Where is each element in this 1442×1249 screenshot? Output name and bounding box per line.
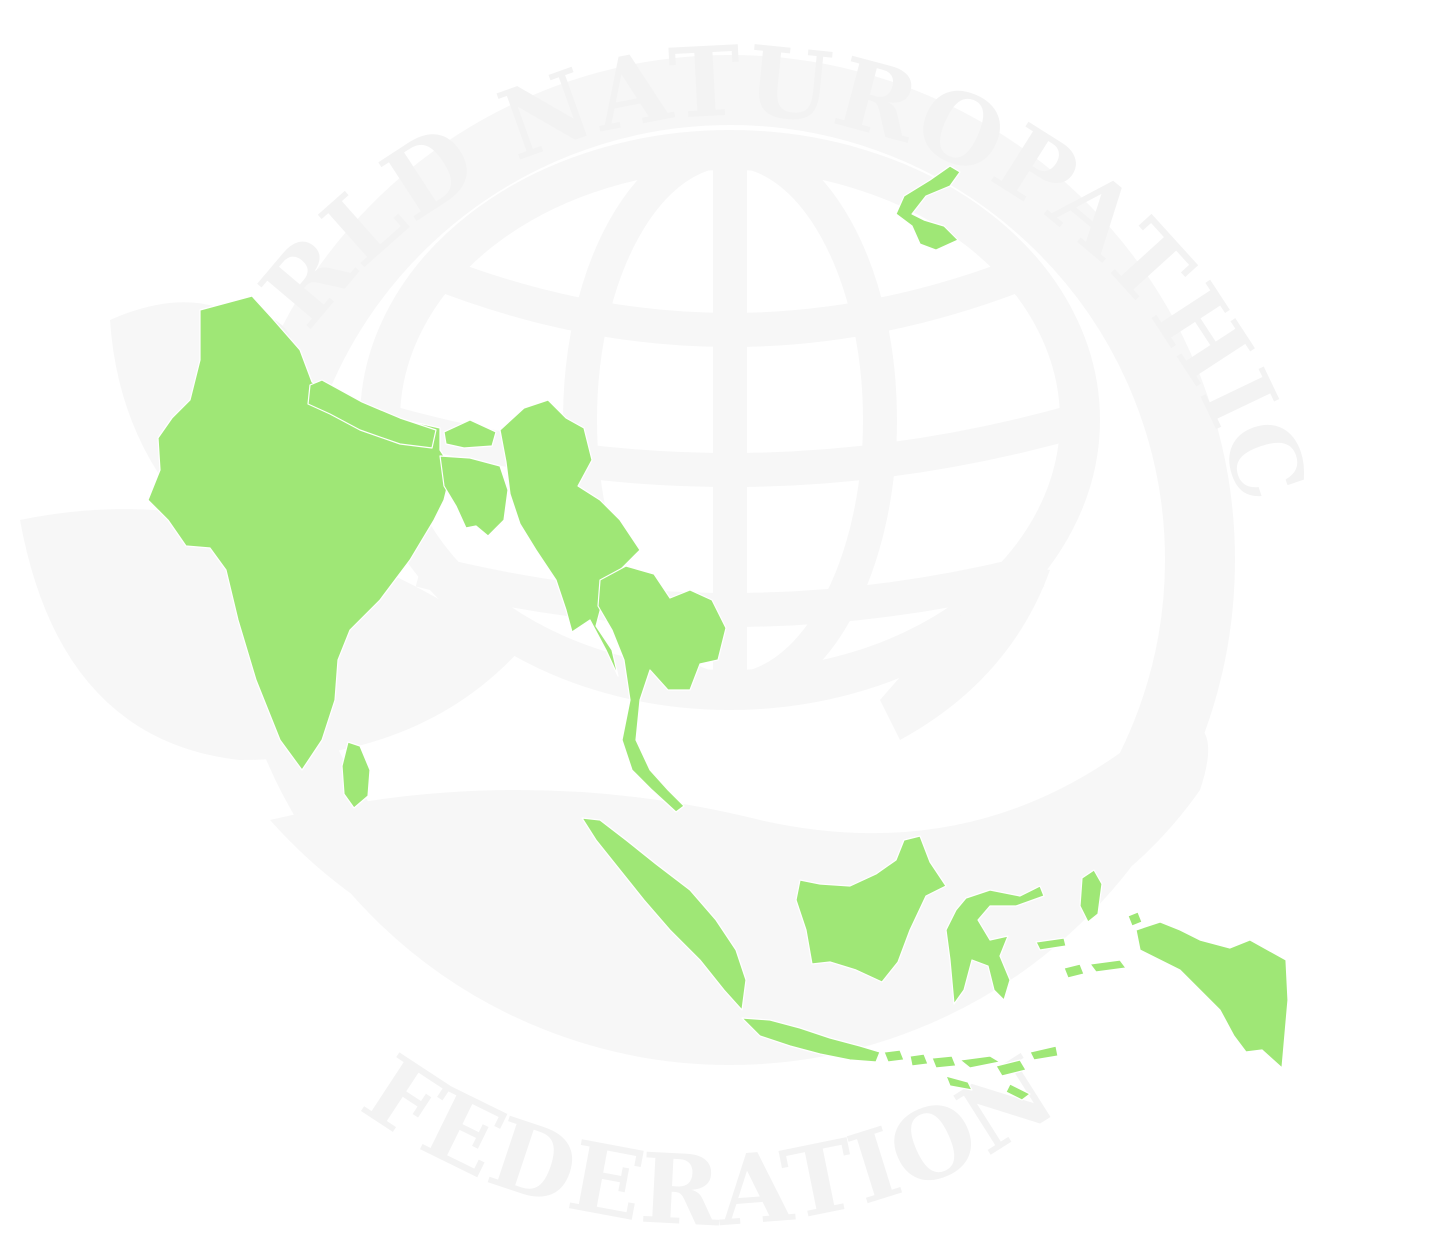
region-sri-lanka[interactable] xyxy=(341,741,371,809)
region-bhutan[interactable] xyxy=(443,419,497,449)
region-bangladesh[interactable] xyxy=(439,455,509,537)
region-myanmar[interactable] xyxy=(499,399,641,677)
region-maluku[interactable] xyxy=(1035,869,1143,979)
region-lesser-sunda-islands[interactable] xyxy=(883,1045,1059,1101)
region-borneo[interactable] xyxy=(795,835,947,983)
map-layer xyxy=(147,165,1289,1101)
region-java[interactable] xyxy=(741,1017,881,1063)
region-papua[interactable] xyxy=(1135,921,1289,1069)
region-thailand[interactable] xyxy=(597,565,727,813)
region-sumatra[interactable] xyxy=(581,817,747,1011)
region-nepal[interactable] xyxy=(307,379,437,449)
region-north-korea[interactable] xyxy=(895,165,961,251)
region-sulawesi[interactable] xyxy=(945,885,1045,1005)
